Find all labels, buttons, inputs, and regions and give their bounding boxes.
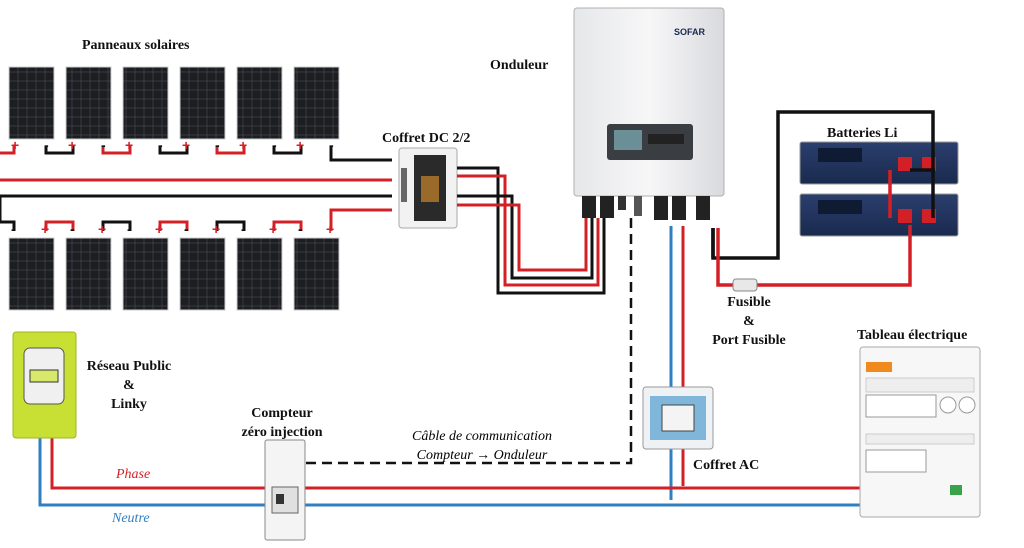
meter-label: Compteur zéro injection	[227, 404, 337, 442]
bottom-row-wiring	[0, 194, 392, 231]
phase-label: Phase	[116, 467, 151, 482]
meter-label-line1: Compteur	[251, 406, 313, 421]
dc-box	[398, 147, 458, 229]
svg-text:-: -	[272, 137, 277, 153]
linky-meter	[12, 331, 77, 439]
inverter-label: Onduleur	[490, 58, 549, 73]
inverter-brand: SOFAR	[674, 27, 706, 37]
svg-text:-: -	[329, 137, 334, 153]
svg-text:-: -	[127, 221, 132, 237]
top-polarity-marks: + - + - + - + - + - + -	[11, 137, 334, 153]
electrical-panel-label: Tableau électrique	[857, 328, 968, 343]
svg-text:+: +	[68, 137, 76, 153]
svg-text:+: +	[11, 137, 19, 153]
svg-text:-: -	[215, 137, 220, 153]
solar-panels-bottom-row	[8, 237, 340, 311]
svg-text:+: +	[212, 221, 220, 237]
svg-text:+: +	[41, 221, 49, 237]
zero-injection-meter	[264, 439, 306, 541]
inverter	[573, 7, 725, 220]
batteries-label: Batteries Li	[827, 126, 898, 141]
electrical-panel	[859, 346, 981, 518]
svg-text:+: +	[296, 137, 304, 153]
meter-label-line2: zéro injection	[241, 425, 323, 440]
fuse-label-line2: &	[743, 314, 755, 329]
svg-text:-: -	[70, 221, 75, 237]
solar-panels-top-row	[8, 66, 340, 140]
fuse-label-line3: Port Fusible	[712, 333, 786, 348]
svg-text:+: +	[269, 221, 277, 237]
communication-cable	[306, 218, 633, 465]
svg-text:+: +	[125, 137, 133, 153]
fuse-label-line1: Fusible	[727, 295, 771, 310]
comm-label-line1: Câble de communication	[412, 429, 552, 444]
fuse-icon	[732, 278, 758, 292]
grid-label: Réseau Public & Linky	[84, 357, 174, 414]
dc-box-label: Coffret DC 2/2	[382, 131, 471, 146]
svg-text:-: -	[298, 221, 303, 237]
neutral-label: Neutre	[112, 511, 150, 526]
svg-text:+: +	[155, 221, 163, 237]
bottom-polarity-marks: - + - + - + - + - + - +	[11, 221, 334, 237]
ac-box	[642, 386, 714, 450]
solar-panels-label: Panneaux solaires	[82, 38, 190, 53]
svg-text:-: -	[184, 221, 189, 237]
dc-to-inverter-wiring	[457, 166, 606, 295]
svg-text:-: -	[241, 221, 246, 237]
communication-cable-label: Câble de communication Compteur → Ondule…	[400, 427, 564, 465]
svg-text:-: -	[158, 137, 163, 153]
comm-label-line2: Compteur → Onduleur	[416, 448, 548, 463]
ac-wiring	[38, 226, 860, 507]
svg-text:-: -	[11, 221, 16, 237]
ac-box-label: Coffret AC	[693, 458, 760, 473]
grid-label-line3: Linky	[111, 397, 147, 412]
svg-text:+: +	[98, 221, 106, 237]
fuse-label: Fusible & Port Fusible	[704, 293, 794, 350]
grid-label-line2: &	[123, 378, 135, 393]
grid-label-line1: Réseau Public	[86, 359, 172, 374]
svg-text:-: -	[101, 137, 106, 153]
svg-text:+: +	[326, 221, 334, 237]
top-row-wiring	[0, 146, 392, 182]
svg-text:-: -	[44, 137, 49, 153]
battery-wiring	[711, 110, 935, 287]
svg-text:+: +	[239, 137, 247, 153]
svg-text:+: +	[182, 137, 190, 153]
